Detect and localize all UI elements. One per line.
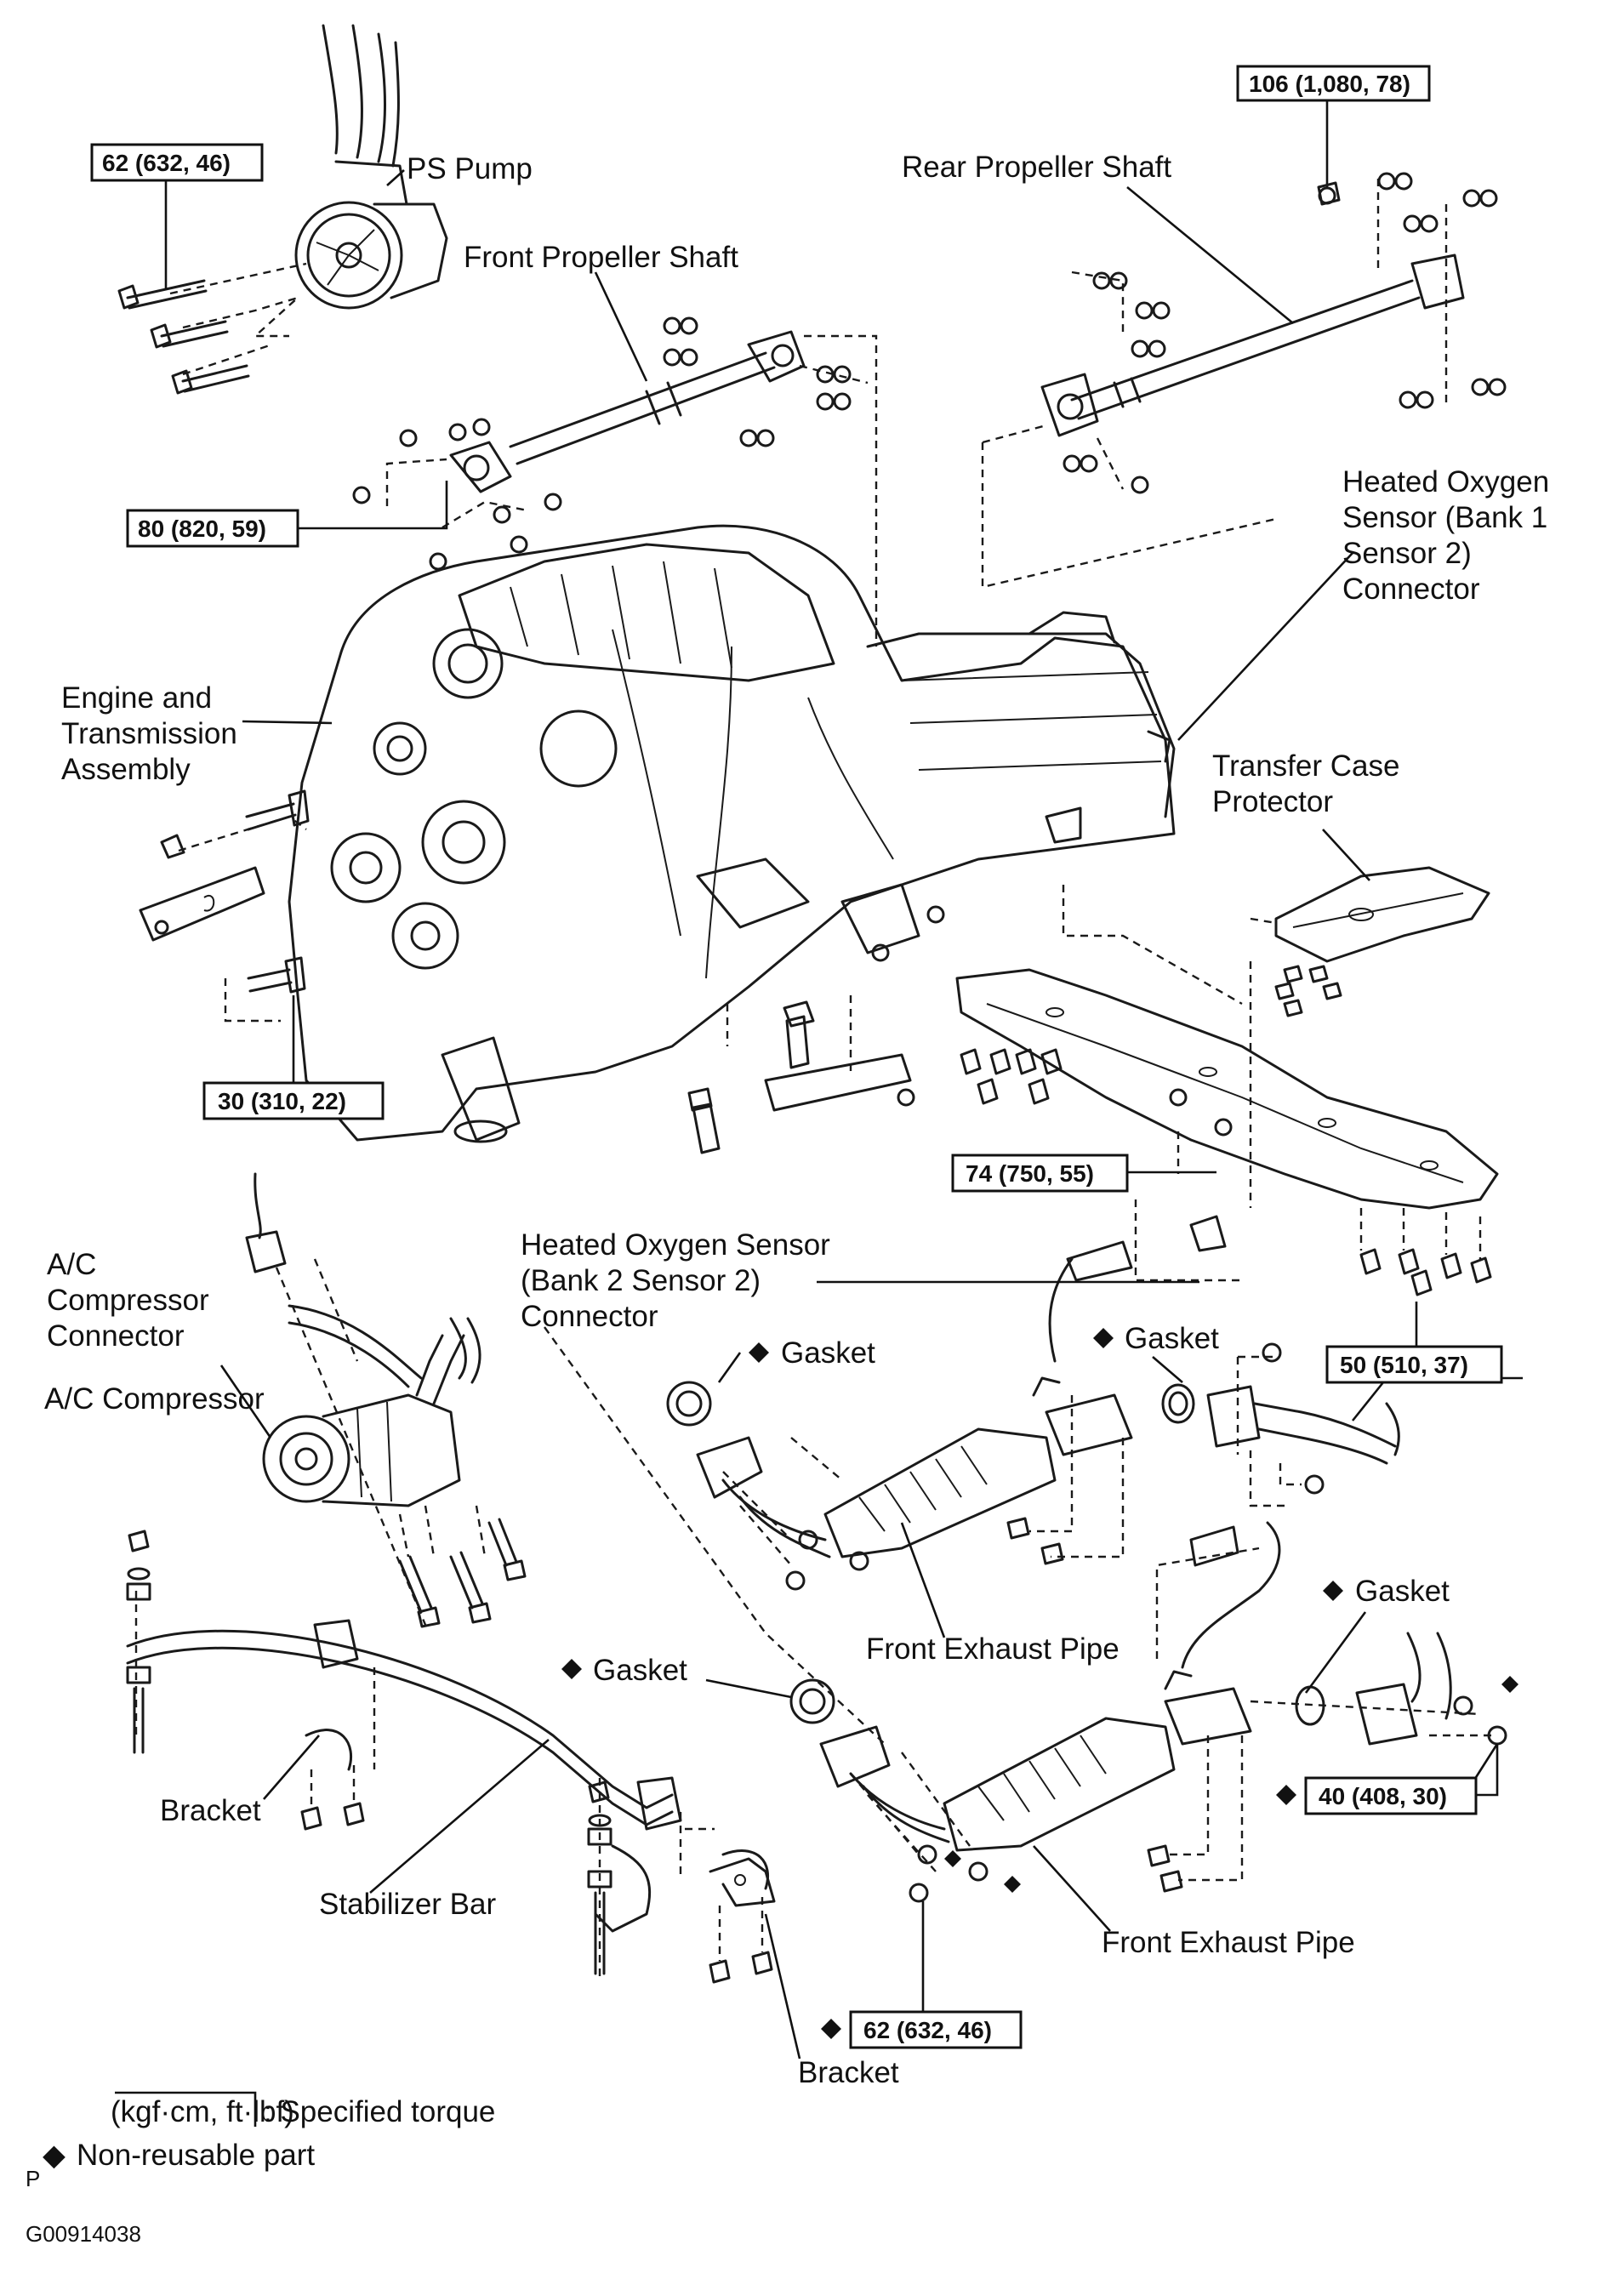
- figure-id: G00914038: [26, 2221, 141, 2247]
- stabilizer-mount-hardware: [126, 1530, 773, 1984]
- torque-value: 40 (408, 30): [1319, 1783, 1447, 1809]
- front-shaft-nuts: [352, 316, 852, 571]
- exhaust-bracket-drawing: [709, 1857, 776, 1907]
- torque-callout-62-ps: 62 (632, 46): [90, 143, 264, 289]
- front-exhaust-pipe-upper-drawing: [666, 1215, 1400, 1566]
- label-ps-pump: PS Pump: [407, 152, 533, 185]
- label-front-exhaust-pipe-lower: Front Exhaust Pipe: [1102, 1926, 1355, 1959]
- torque-callout-62-exh: 62 (632, 46): [821, 1901, 1023, 2049]
- legend: (kgf·cm, ft·lbf) : Specified torque ◆ No…: [26, 2091, 495, 2247]
- ac-compressor-bolts: [398, 1518, 527, 1628]
- torque-callout-74: 74 (750, 55): [951, 1154, 1216, 1193]
- svg-text:Engine and: Engine and: [61, 681, 212, 715]
- engine-transmission-drawing: [288, 524, 1176, 1143]
- svg-text:Connector: Connector: [1342, 573, 1480, 606]
- engine-mount-center: [687, 995, 915, 1154]
- torque-value: 74 (750, 55): [966, 1160, 1094, 1187]
- legend-specified-torque: : Specified torque: [264, 2095, 495, 2128]
- ps-pump-drawing: [169, 24, 448, 376]
- front-exhaust-pipe-lower-drawing: [544, 1326, 1497, 1882]
- label-stabilizer-bar: Stabilizer Bar: [319, 1888, 496, 1921]
- label-gasket-1: Gasket: [749, 1336, 875, 1370]
- legend-diamond-symbol: ◆: [43, 2139, 66, 2172]
- torque-value: 106 (1,080, 78): [1249, 71, 1410, 97]
- svg-text:Gasket: Gasket: [593, 1654, 687, 1687]
- svg-text:Sensor 2): Sensor 2): [1342, 537, 1472, 570]
- label-transfer-case-protector: Transfer Case Protector: [1212, 749, 1399, 818]
- label-ac-compressor-connector: A/C Compressor Connector: [47, 1248, 209, 1353]
- legend-non-reusable: Non-reusable part: [77, 2139, 315, 2172]
- torque-callout-30: 30 (310, 22): [202, 995, 385, 1120]
- front-propeller-shaft-drawing: [385, 330, 878, 647]
- torque-callout-50: 50 (510, 37): [1325, 1302, 1503, 1384]
- svg-text:Transfer Case: Transfer Case: [1212, 749, 1399, 783]
- torque-value: 62 (632, 46): [102, 150, 231, 176]
- svg-text:Protector: Protector: [1212, 785, 1333, 818]
- rear-shaft-nuts: [1063, 172, 1507, 494]
- svg-text:Transmission: Transmission: [61, 717, 237, 750]
- cross-member-bolts: [960, 1048, 1492, 1296]
- torque-callout-106: 106 (1,080, 78): [1236, 65, 1431, 206]
- cross-member-drawing: [955, 885, 1499, 1282]
- torque-callout-40: 40 (408, 30): [1276, 1744, 1499, 1815]
- svg-text:Connector: Connector: [521, 1300, 658, 1333]
- svg-text:Gasket: Gasket: [1355, 1575, 1450, 1608]
- torque-value: 62 (632, 46): [863, 2017, 992, 2043]
- torque-callout-80: 80 (820, 59): [126, 481, 448, 548]
- torque-value: 80 (820, 59): [138, 516, 266, 542]
- stabilizer-bar-drawing: [126, 1591, 770, 1982]
- corner-mark: P: [26, 2166, 40, 2191]
- label-engine-transmission-assembly: Engine and Transmission Assembly: [61, 681, 237, 786]
- torque-value: 50 (510, 37): [1340, 1352, 1468, 1378]
- diamond-markers: [944, 1676, 1518, 1893]
- label-front-propeller-shaft: Front Propeller Shaft: [464, 241, 738, 274]
- ps-pump-bolts: [117, 279, 250, 395]
- svg-text:Assembly: Assembly: [61, 753, 191, 786]
- svg-text:Connector: Connector: [47, 1319, 185, 1353]
- label-bracket-bottom: Bracket: [798, 2056, 899, 2089]
- label-bracket-left: Bracket: [160, 1794, 261, 1827]
- svg-text:A/C: A/C: [47, 1248, 96, 1281]
- svg-text:Gasket: Gasket: [781, 1336, 875, 1370]
- label-gasket-3: Gasket: [1323, 1575, 1450, 1608]
- label-ho2s-bank1: Heated Oxygen Sensor (Bank 1 Sensor 2) C…: [1342, 465, 1549, 606]
- svg-text:Heated Oxygen Sensor: Heated Oxygen Sensor: [521, 1228, 830, 1262]
- svg-text:Sensor (Bank 1: Sensor (Bank 1: [1342, 501, 1547, 534]
- svg-text:(Bank 2 Sensor 2): (Bank 2 Sensor 2): [521, 1264, 761, 1297]
- legend-unit-box: (kgf·cm, ft·lbf): [111, 2095, 294, 2128]
- exhaust-upper-fasteners: [785, 1342, 1325, 1591]
- ac-compressor-drawing: [245, 1172, 487, 1626]
- label-ac-compressor: A/C Compressor: [44, 1382, 265, 1416]
- rear-propeller-shaft-drawing: [981, 179, 1465, 589]
- label-ho2s-bank2: Heated Oxygen Sensor (Bank 2 Sensor 2) C…: [521, 1228, 830, 1333]
- leader-lines: [219, 169, 1523, 2060]
- label-rear-propeller-shaft: Rear Propeller Shaft: [902, 151, 1171, 184]
- label-front-exhaust-pipe-upper: Front Exhaust Pipe: [866, 1632, 1120, 1666]
- label-gasket-2: Gasket: [1093, 1322, 1219, 1355]
- engine-mount-left: [139, 789, 310, 1023]
- svg-text:Heated Oxygen: Heated Oxygen: [1342, 465, 1549, 499]
- torque-value: 30 (310, 22): [218, 1088, 346, 1114]
- svg-text:Compressor: Compressor: [47, 1284, 209, 1317]
- transfer-case-protector-drawing: [1249, 866, 1490, 1208]
- label-gasket-4: Gasket: [561, 1654, 687, 1687]
- svg-text:Gasket: Gasket: [1125, 1322, 1219, 1355]
